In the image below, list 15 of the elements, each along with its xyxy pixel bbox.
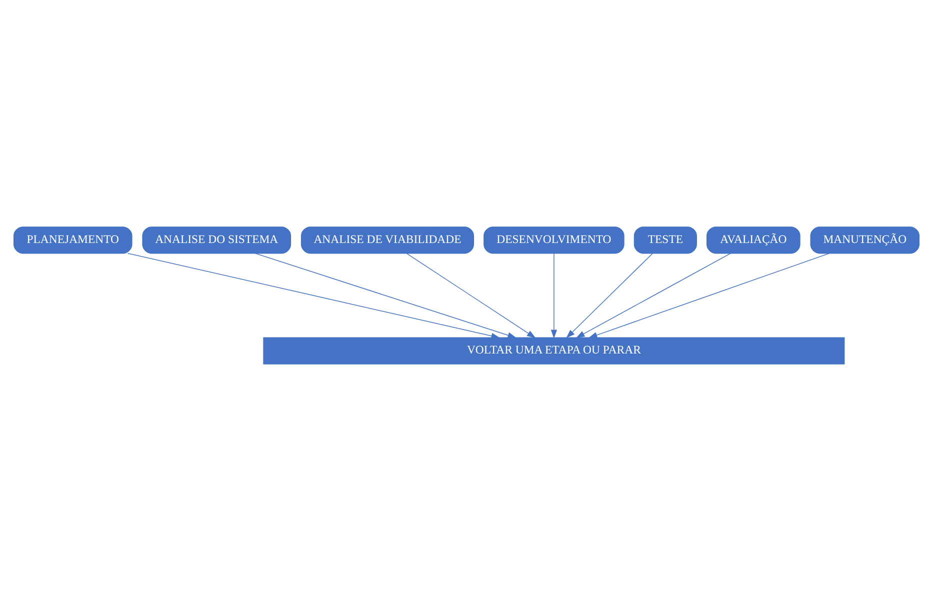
- arrow: [127, 252, 500, 338]
- node-box: PLANEJAMENTO: [13, 226, 132, 254]
- arrow: [406, 252, 536, 338]
- arrow: [576, 252, 731, 338]
- arrow: [254, 252, 516, 338]
- arrow: [566, 252, 653, 338]
- node-box: ANALISE DO SISTEMA: [142, 226, 292, 254]
- node-box: AVALIAÇÃO: [706, 226, 800, 254]
- arrow: [550, 252, 558, 338]
- node-box: DESENVOLVIMENTO: [484, 226, 624, 254]
- node-box: ANALISE DE VIABILIDADE: [300, 226, 474, 254]
- arrow: [588, 252, 830, 338]
- node-box: MANUTENÇÃO: [810, 226, 920, 254]
- node-box: VOLTAR UMA ETAPA OU PARAR: [263, 336, 845, 364]
- node-box: TESTE: [634, 226, 697, 254]
